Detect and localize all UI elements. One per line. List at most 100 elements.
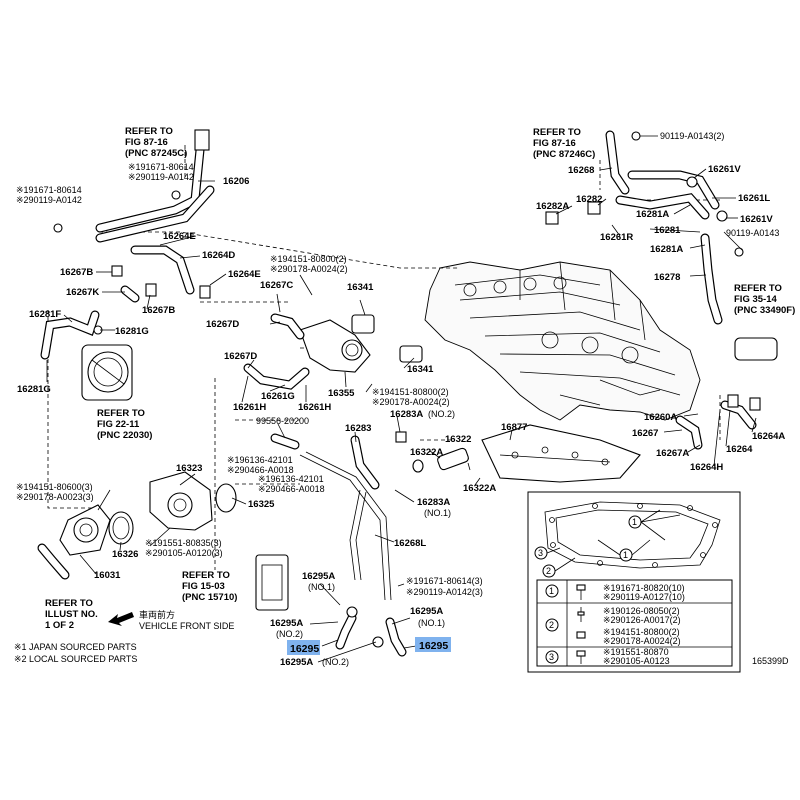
callout[interactable]: ※194151-80800(2): [372, 387, 449, 397]
callout[interactable]: 16267: [632, 428, 658, 439]
legend-part: ※290119-A0127(10): [603, 592, 685, 602]
callout[interactable]: 16267C: [260, 280, 293, 291]
callout[interactable]: 16282A: [536, 201, 569, 212]
callout[interactable]: 16264E: [228, 269, 261, 280]
callout[interactable]: ※290466-A0018: [227, 465, 294, 475]
callout[interactable]: 16325: [248, 499, 275, 510]
engine-block: [424, 261, 701, 421]
callout[interactable]: 16326: [112, 549, 138, 560]
callout[interactable]: ※290178-A0024(2): [372, 397, 450, 407]
callout[interactable]: 16283A: [417, 497, 450, 508]
throttle-body: [81, 344, 133, 401]
callout[interactable]: ※191551-80835(3): [145, 538, 222, 548]
bolt-icon: [576, 650, 586, 664]
callout[interactable]: 16267K: [66, 287, 99, 298]
callout-highlighted[interactable]: 16295: [290, 643, 319, 655]
callout[interactable]: 16268L: [394, 538, 426, 549]
callout[interactable]: 16031: [94, 570, 121, 581]
highlight-16295-right: [415, 637, 451, 652]
callout[interactable]: 16261H: [298, 402, 331, 413]
hose-16267C: [243, 313, 310, 390]
callout[interactable]: 16261L: [738, 193, 770, 204]
callout[interactable]: (NO.1): [418, 618, 445, 628]
pipe-16278: [700, 233, 744, 325]
legend-row-3-num: 3: [549, 652, 554, 662]
callout[interactable]: ※290105-A0120(3): [145, 548, 223, 558]
refer-text: REFER TO: [125, 126, 173, 137]
callout[interactable]: 16877: [501, 422, 527, 433]
callout[interactable]: 16322: [445, 434, 471, 445]
callout[interactable]: 16206: [223, 176, 249, 187]
callout[interactable]: ※290119-A0142(3): [406, 587, 483, 597]
note-local-sourced: ※2 LOCAL SOURCED PARTS: [14, 654, 137, 664]
callout[interactable]: 16295A: [270, 618, 303, 629]
callout[interactable]: 16261V: [708, 164, 741, 175]
part-callouts: ※191671-80614 ※290119-A0142 16206 ※19167…: [16, 131, 785, 668]
callout[interactable]: 16264D: [202, 250, 235, 261]
callout[interactable]: 16281A: [650, 244, 683, 255]
callout[interactable]: (NO.1): [424, 508, 451, 518]
callout[interactable]: 16341: [347, 282, 374, 293]
callout[interactable]: 16281G: [17, 384, 51, 395]
legend-row-1-num: 1: [549, 586, 554, 596]
callout[interactable]: 16341: [407, 364, 434, 375]
callout[interactable]: ※191671-80614: [16, 185, 82, 195]
leader-lines: [46, 135, 757, 663]
callout[interactable]: 16283: [345, 423, 371, 434]
callout[interactable]: 16295A: [410, 606, 443, 617]
callout[interactable]: 16267B: [60, 267, 93, 278]
callout[interactable]: ※196136-42101: [227, 455, 293, 465]
callout[interactable]: 16264A: [752, 431, 785, 442]
refer-text: 1 OF 2: [45, 620, 74, 631]
callout[interactable]: ※290119-A0142: [16, 195, 82, 205]
callout[interactable]: 16295A: [302, 571, 335, 582]
callout[interactable]: 16261V: [740, 214, 773, 225]
refer-text: ILLUST NO.: [45, 609, 98, 620]
callout[interactable]: (NO.2): [322, 657, 349, 667]
callout[interactable]: ※290178-A0023(3): [16, 492, 94, 502]
callout[interactable]: 16261G: [261, 391, 295, 402]
callout[interactable]: 16355: [328, 388, 355, 399]
callout[interactable]: ※290178-A0024(2): [270, 264, 348, 274]
callout[interactable]: 16322A: [463, 483, 496, 494]
callout[interactable]: ※194151-80600(3): [16, 482, 93, 492]
callout[interactable]: ※290119-A0142: [128, 172, 194, 182]
callout[interactable]: 16261H: [233, 402, 266, 413]
callout[interactable]: 16278: [654, 272, 680, 283]
hoses-16295: [335, 606, 407, 657]
callout[interactable]: 16282: [576, 194, 602, 205]
callout[interactable]: 16322A: [410, 447, 443, 458]
callout[interactable]: (NO.2): [276, 629, 303, 639]
callout[interactable]: 90119-A0143(2): [660, 131, 724, 141]
callout[interactable]: 16281G: [115, 326, 149, 337]
callout[interactable]: 16260A: [644, 412, 677, 423]
callout[interactable]: 16267D: [224, 351, 257, 362]
callout[interactable]: 16295A: [280, 657, 313, 668]
callout[interactable]: (NO.2): [428, 409, 455, 419]
callout[interactable]: 16267A: [656, 448, 689, 459]
callout[interactable]: 99556-20200: [256, 416, 309, 426]
callout[interactable]: 16281A: [636, 209, 669, 220]
callout[interactable]: 16281: [654, 225, 681, 236]
callout[interactable]: 16267D: [206, 319, 239, 330]
callout[interactable]: ※196136-42101: [258, 474, 324, 484]
callout[interactable]: 16261R: [600, 232, 633, 243]
callout[interactable]: (NO.1): [308, 582, 335, 592]
bolt-icon: [576, 584, 586, 600]
callout[interactable]: 16267B: [142, 305, 175, 316]
callout[interactable]: 16264E: [163, 231, 196, 242]
callout[interactable]: ※290466-A0018: [258, 484, 325, 494]
callout[interactable]: 16264H: [690, 462, 723, 473]
callout[interactable]: 16264: [726, 444, 753, 455]
pipe-16206: [53, 129, 215, 243]
callout[interactable]: 16323: [176, 463, 202, 474]
callout[interactable]: ※191671-80614: [128, 162, 194, 172]
callout[interactable]: 16268: [568, 165, 594, 176]
callout[interactable]: ※191671-80614(3): [406, 576, 483, 586]
callout[interactable]: 16281F: [29, 309, 61, 320]
callout[interactable]: 16283A: [390, 409, 423, 420]
callout[interactable]: ※194151-80800(2): [270, 254, 347, 264]
callout-highlighted[interactable]: 16295: [419, 640, 448, 652]
callout[interactable]: 90119-A0143: [726, 228, 779, 238]
